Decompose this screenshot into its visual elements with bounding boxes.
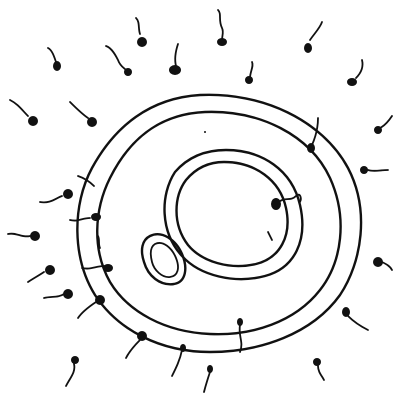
sperm-20 (313, 358, 324, 380)
sperm-6 (245, 62, 253, 84)
sperm-11 (40, 189, 73, 202)
sperm-16 (66, 356, 79, 386)
sperm-21 (374, 116, 392, 134)
sperm-19 (204, 365, 213, 392)
polar-body-inner (151, 243, 178, 277)
cytoplasm-speck (204, 131, 206, 133)
sperm-2 (106, 46, 132, 76)
sperm-17 (126, 331, 147, 358)
sperm-membrane-left-3 (82, 264, 113, 272)
sperm-4 (169, 44, 181, 75)
egg-outer-membrane (77, 95, 361, 352)
egg-inner-membrane (97, 112, 340, 334)
sperm-1 (48, 48, 61, 71)
sperm-12 (8, 231, 40, 241)
nucleus-inner (177, 162, 288, 266)
sperm-15 (78, 295, 105, 318)
sperm-22 (360, 166, 388, 174)
sperm-14 (44, 289, 73, 299)
sperm-membrane-bottom (237, 318, 243, 352)
sperm-13 (28, 265, 55, 282)
sperm-3 (136, 18, 147, 47)
sperm-23 (373, 257, 392, 270)
sperm-24 (342, 307, 368, 330)
sperm-8 (347, 60, 363, 86)
sperm-membrane-left-1 (70, 213, 101, 221)
sperm-7 (304, 22, 322, 53)
nucleus-tick (268, 232, 272, 240)
sperm-9 (10, 100, 38, 126)
sperm-10 (70, 102, 97, 127)
sperm-5 (217, 10, 227, 46)
